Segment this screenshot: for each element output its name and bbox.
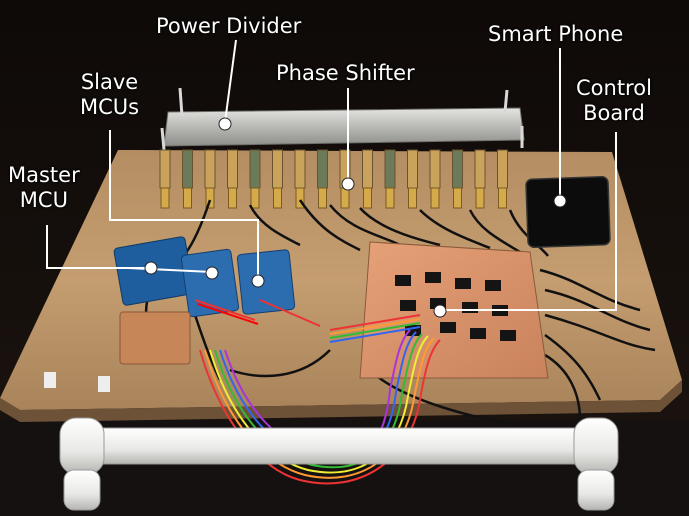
- ic-chip: [425, 272, 441, 283]
- ic-chip: [395, 275, 411, 286]
- phase-shifter-module: [227, 149, 238, 209]
- slave-mcu-dot-2: [251, 274, 265, 288]
- standoff-right: [503, 89, 509, 113]
- standoff-left2: [160, 127, 166, 151]
- phase-shifter-module: [407, 149, 418, 209]
- label-phase-shifter: Phase Shifter: [276, 61, 415, 85]
- pvc-pipe-stand: [59, 417, 619, 511]
- phase-shifter-module: [249, 149, 261, 209]
- label-power-divider: Power Divider: [156, 14, 302, 38]
- phase-shifter-module: [452, 149, 463, 209]
- ic-chip: [405, 325, 421, 336]
- smart-phone: [525, 176, 611, 248]
- callout-dots: [144, 117, 567, 318]
- breadboard: [119, 311, 191, 365]
- label-slave-mcus-line2: MCUs: [80, 95, 140, 119]
- phase-shifter-module: [204, 149, 216, 209]
- smart-phone-dot: [553, 194, 567, 208]
- ribbon-cables: [194, 299, 441, 485]
- master-mcu-dot: [144, 261, 158, 275]
- phase-shifter-module: [159, 149, 171, 209]
- phase-shifter-module: [272, 149, 283, 209]
- label-control-board-line2: Board: [583, 101, 645, 125]
- ic-chip: [455, 278, 471, 289]
- label-slave-mcus-line1: Slave: [80, 70, 139, 94]
- power-divider-bar: [163, 107, 525, 147]
- phase-shifter-module: [474, 149, 486, 209]
- phase-shifter-module: [429, 149, 441, 209]
- control-board-dot: [433, 304, 447, 318]
- label-master-mcu: Master MCU: [8, 163, 80, 213]
- phase-shifter-module: [384, 149, 396, 209]
- phase-shifter-module: [294, 149, 306, 209]
- ic-chip: [470, 328, 486, 339]
- phase-shifter-row: [159, 149, 508, 209]
- power-divider-dot: [218, 117, 232, 131]
- slave-mcu-dot-1: [205, 266, 219, 280]
- ic-chip: [485, 280, 501, 291]
- label-master-mcu-line2: MCU: [19, 188, 68, 212]
- ic-chip: [500, 330, 516, 341]
- ic-chip: [430, 298, 446, 309]
- slave-mcu-board-2: [236, 249, 296, 315]
- phase-shifter-module: [497, 149, 508, 209]
- ic-chip: [440, 322, 456, 333]
- ic-chip: [400, 300, 416, 311]
- label-control-board: Control Board: [576, 76, 652, 126]
- ic-chip: [462, 302, 478, 313]
- standoff-front-2: [98, 376, 110, 392]
- board-front-edge: [0, 380, 682, 422]
- callout-lines: [46, 39, 617, 311]
- standoff-front-1: [44, 372, 56, 388]
- phase-shifter-dot: [341, 177, 355, 191]
- phase-shifter-module: [362, 149, 373, 209]
- label-slave-mcus: Slave MCUs: [80, 70, 139, 120]
- phase-shifter-module: [182, 149, 193, 209]
- label-control-board-line1: Control: [576, 76, 652, 100]
- label-smart-phone: Smart Phone: [488, 22, 624, 46]
- label-master-mcu-line1: Master: [8, 163, 80, 187]
- standoff-left: [178, 87, 184, 117]
- phase-shifter-module: [317, 149, 328, 209]
- slave-mcu-board-1: [180, 248, 240, 318]
